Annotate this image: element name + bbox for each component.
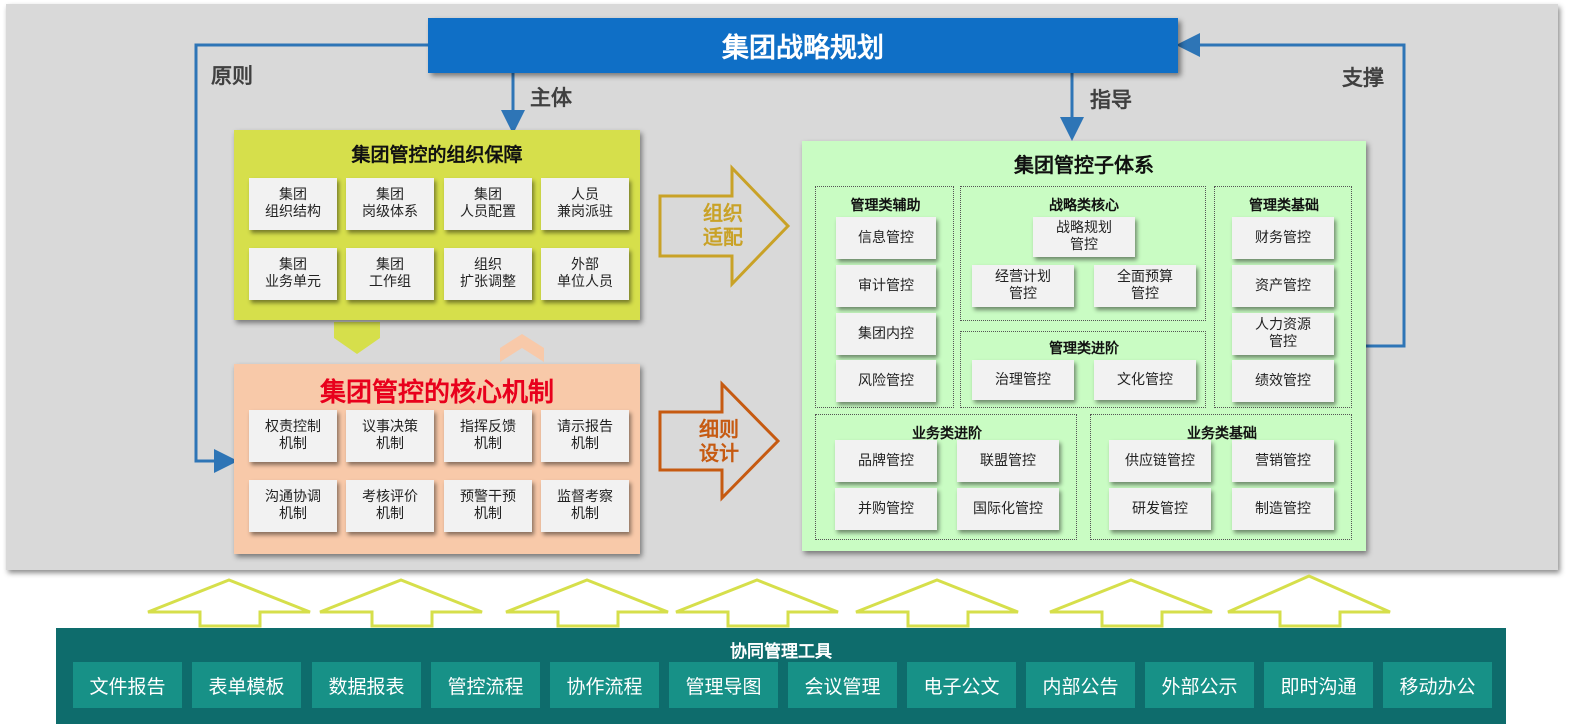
support-line — [1176, 33, 1406, 348]
tool-item: 文件报告 — [73, 662, 182, 708]
subsystem-box: 集团管控子体系 管理类辅助 信息管控 审计管控 集团内控 风险管控 战略类核心 … — [802, 141, 1366, 551]
tool-item: 会议管理 — [788, 662, 897, 708]
design-arrow — [658, 380, 781, 502]
mech-cell: 预警干预 机制 — [444, 480, 532, 532]
org-cell: 人员 兼岗派驻 — [541, 178, 629, 230]
org-title: 集团管控的组织保障 — [351, 144, 523, 166]
biz-adv-item: 品牌管控 — [835, 440, 937, 482]
mech-cell: 权责控制 机制 — [249, 410, 337, 462]
up-chevron — [500, 334, 544, 362]
strategy-core-group: 战略类核心 战略规划 管控 经营计划 管控 全面预算 管控 — [960, 186, 1206, 321]
mgmt-aux-item: 审计管控 — [836, 265, 936, 307]
mech-cell: 监督考察 机制 — [541, 480, 629, 532]
mech-title: 集团管控的核心机制 — [319, 378, 554, 408]
strategy-core-item: 经营计划 管控 — [972, 265, 1074, 307]
subject-label: 主体 — [530, 86, 572, 110]
mgmt-base-item: 绩效管控 — [1232, 360, 1334, 402]
mgmt-base-title: 管理类基础 — [1249, 198, 1319, 214]
tool-item: 外部公示 — [1145, 662, 1254, 708]
mgmt-aux-item: 信息管控 — [836, 217, 936, 259]
design-arrow-label: 细则 设计 — [699, 417, 739, 465]
org-cell: 集团 业务单元 — [249, 248, 337, 300]
org-cell: 集团 岗级体系 — [346, 178, 434, 230]
tool-item: 管控流程 — [431, 662, 540, 708]
org-cell: 集团 工作组 — [346, 248, 434, 300]
tool-item: 管理导图 — [669, 662, 778, 708]
guide-label: 指导 — [1090, 88, 1132, 112]
adapt-arrow-label: 组织 适配 — [703, 201, 743, 249]
mgmt-aux-group: 管理类辅助 信息管控 审计管控 集团内控 风险管控 — [815, 186, 954, 408]
core-mechanism-box: 集团管控的核心机制 权责控制 机制 议事决策 机制 指挥反馈 机制 请示报告 机… — [234, 364, 640, 554]
biz-base-item: 研发管控 — [1109, 488, 1211, 530]
mech-cell: 指挥反馈 机制 — [444, 410, 532, 462]
strategy-core-item: 全面预算 管控 — [1094, 265, 1196, 307]
mgmt-adv-title: 管理类进阶 — [1049, 341, 1119, 357]
down-chevron — [334, 322, 380, 354]
mech-cell: 请示报告 机制 — [541, 410, 629, 462]
tool-item: 表单模板 — [192, 662, 301, 708]
mgmt-aux-title: 管理类辅助 — [850, 198, 921, 214]
biz-adv-group: 业务类进阶 品牌管控 联盟管控 并购管控 国际化管控 — [815, 414, 1077, 540]
biz-base-item: 制造管控 — [1232, 488, 1334, 530]
support-label: 支撑 — [1342, 66, 1384, 90]
bottom-up-arrows — [147, 574, 1391, 628]
principle-line — [194, 43, 428, 473]
page-title: 集团战略规划 — [428, 18, 1178, 73]
tool-item: 电子公文 — [907, 662, 1016, 708]
tool-item: 协作流程 — [550, 662, 659, 708]
mgmt-adv-item: 治理管控 — [972, 360, 1074, 400]
biz-base-group: 业务类基础 供应链管控 营销管控 研发管控 制造管控 — [1090, 414, 1352, 540]
tools-title: 协同管理工具 — [730, 642, 832, 662]
mech-cell: 考核评价 机制 — [346, 480, 434, 532]
mgmt-aux-item: 风险管控 — [836, 360, 936, 402]
biz-adv-title: 业务类进阶 — [912, 426, 982, 442]
strategy-core-item: 战略规划 管控 — [1033, 217, 1135, 257]
principle-label: 原则 — [211, 64, 253, 88]
mgmt-base-item: 人力资源 管控 — [1232, 313, 1334, 355]
mgmt-aux-item: 集团内控 — [836, 313, 936, 355]
mgmt-adv-group: 管理类进阶 治理管控 文化管控 — [960, 331, 1206, 408]
biz-adv-item: 国际化管控 — [957, 488, 1059, 530]
biz-adv-item: 并购管控 — [835, 488, 937, 530]
adapt-arrow — [658, 164, 791, 288]
biz-base-item: 供应链管控 — [1109, 440, 1211, 482]
org-cell: 集团 组织结构 — [249, 178, 337, 230]
biz-base-title: 业务类基础 — [1187, 426, 1257, 442]
org-cell: 集团 人员配置 — [444, 178, 532, 230]
biz-adv-item: 联盟管控 — [957, 440, 1059, 482]
mgmt-base-item: 资产管控 — [1232, 265, 1334, 307]
tool-item: 数据报表 — [312, 662, 421, 708]
mech-cell: 沟通协调 机制 — [249, 480, 337, 532]
tool-item: 即时沟通 — [1264, 662, 1373, 708]
org-cell: 组织 扩张调整 — [444, 248, 532, 300]
subsystem-title: 集团管控子体系 — [1014, 153, 1154, 177]
mech-cell: 议事决策 机制 — [346, 410, 434, 462]
strategy-core-title: 战略类核心 — [1049, 198, 1119, 214]
mgmt-base-group: 管理类基础 财务管控 资产管控 人力资源 管控 绩效管控 — [1214, 186, 1352, 408]
tool-item: 内部公告 — [1026, 662, 1135, 708]
tool-item: 移动办公 — [1383, 662, 1492, 708]
org-guarantee-box: 集团管控的组织保障 集团 组织结构 集团 岗级体系 集团 人员配置 人员 兼岗派… — [234, 130, 640, 320]
org-cell: 外部 单位人员 — [541, 248, 629, 300]
mgmt-adv-item: 文化管控 — [1094, 360, 1196, 400]
collab-tools-bar: 协同管理工具 文件报告 表单模板 数据报表 管控流程 协作流程 管理导图 会议管… — [56, 628, 1506, 724]
mgmt-base-item: 财务管控 — [1232, 217, 1334, 259]
biz-base-item: 营销管控 — [1232, 440, 1334, 482]
